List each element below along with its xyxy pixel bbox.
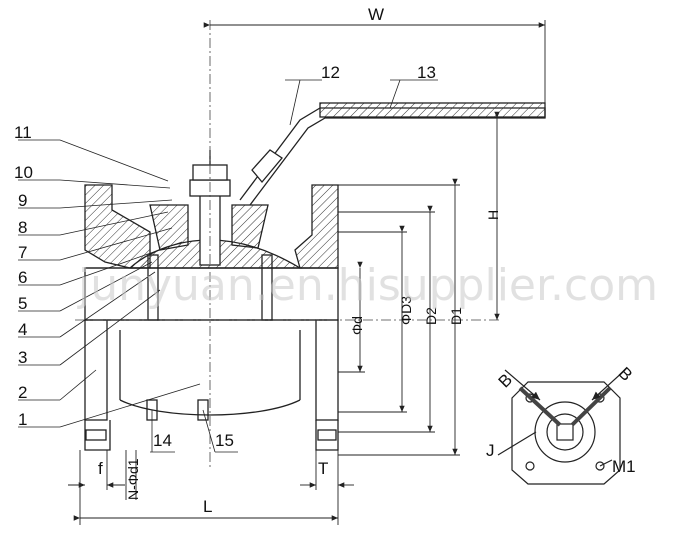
part-label-3: 3 [18,348,27,367]
dim-label-n-d1: N-Φd1 [125,458,141,500]
part-label-1: 1 [18,410,27,429]
dim-label-w: W [368,5,384,24]
part-label-9: 9 [18,191,27,210]
part-labels: 11 10 9 8 7 6 5 4 3 2 1 12 13 14 15 [14,63,436,450]
handle [239,102,546,206]
dim-label-d2: D2 [423,307,439,325]
part-label-10: 10 [14,163,33,182]
part-label-2: 2 [18,383,27,402]
dim-label-phi-d3: ΦD3 [398,296,414,325]
dim-label-b-left: B [495,370,516,391]
part-label-4: 4 [18,320,27,339]
part-label-11: 11 [14,123,32,142]
leader-lines [18,79,438,453]
part-label-12: 12 [321,63,340,82]
dim-label-f: f [98,459,103,478]
part-label-7: 7 [18,243,27,262]
valve-body-section [84,150,339,451]
dim-label-phi-d: Φd [349,316,365,335]
dim-label-b-right: B [615,363,636,384]
part-label-8: 8 [18,218,27,237]
dim-label-j: J [486,441,495,460]
dim-label-h: H [485,210,501,220]
watermark-text: junyuan.en.hisupplier.com [77,260,658,311]
part-label-15: 15 [215,431,234,450]
dim-label-t: T [318,459,328,478]
part-label-14: 14 [153,431,172,450]
dimension-lines [68,20,546,525]
dim-label-m1: M1 [612,457,636,476]
dim-label-d1: D1 [448,307,464,325]
part-label-5: 5 [18,294,27,313]
part-label-13: 13 [417,63,436,82]
part-label-6: 6 [18,268,27,287]
mounting-pad-detail [497,369,626,485]
dim-label-l: L [203,497,212,516]
